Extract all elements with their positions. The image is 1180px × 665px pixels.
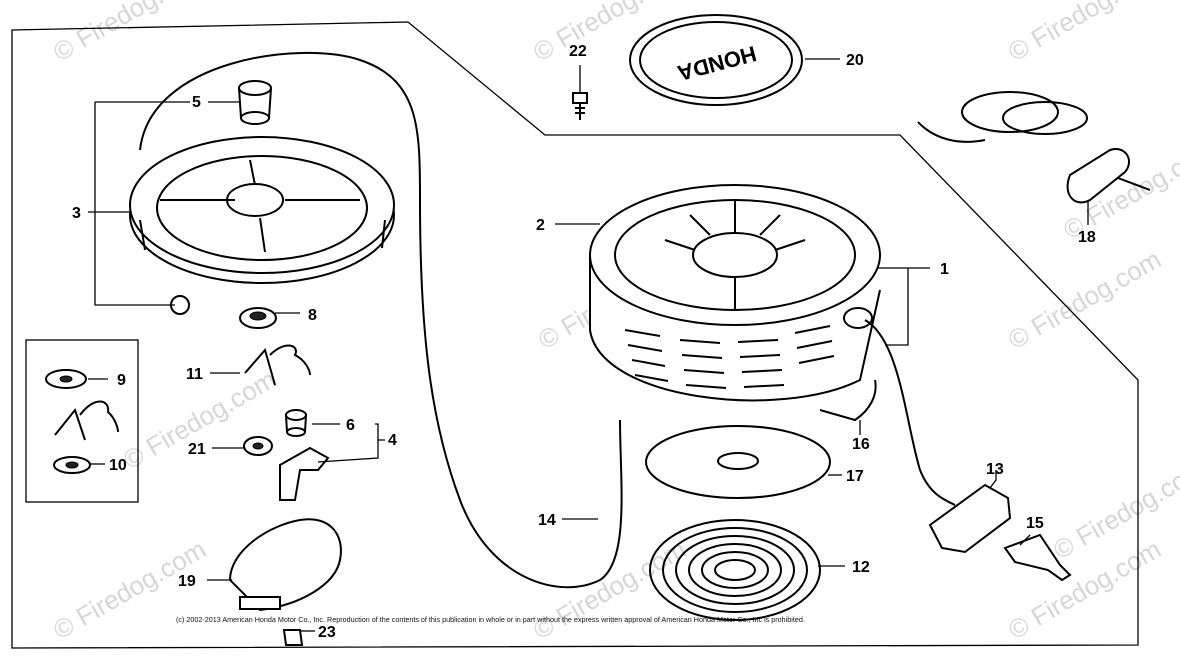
leader-lines [88,58,1089,632]
callout-23: 23 [318,624,336,641]
callout-4: 4 [388,432,397,449]
spring-small-part [54,400,119,441]
watermark: © Firedog.com [1003,0,1166,67]
washer-10-hole [65,461,79,469]
callout-21: 21 [188,441,206,458]
callout-1: 1 [940,261,949,278]
reel-part [129,136,395,284]
washer-part [239,307,277,329]
handle-rope [864,319,956,506]
callout-8: 8 [308,307,317,324]
nut-23-part [282,629,304,646]
callout-labels: 5 3 8 11 9 10 6 4 21 19 23 22 20 2 1 16 … [72,43,1096,641]
grip-handle-part [928,483,1012,554]
washer-9-hole [59,375,73,383]
watermark: © Firedog.com [1048,454,1180,565]
callout-12: 12 [852,559,870,576]
copyright-notice: (c) 2002-2013 American Honda Motor Co., … [176,615,805,624]
callout-20: 20 [846,52,864,69]
spring-part [244,344,311,386]
callout-19: 19 [178,573,196,590]
ratchet-part [279,446,330,501]
callout-6: 6 [346,417,355,434]
callout-9: 9 [117,372,126,389]
watermark: © Firedog.com [48,0,211,67]
callout-16: 16 [852,436,870,453]
callout-17: 17 [846,468,864,485]
assembly-frame [11,21,1139,649]
nut-hole [252,442,264,450]
cover-part [228,518,342,612]
grip-insert-part [1003,533,1072,582]
watermark: © Firedog.com [528,534,691,645]
collar-part [285,409,307,437]
callout-11: 11 [186,366,203,383]
callout-14: 14 [538,512,556,529]
starter-rope [139,51,623,589]
rope-grip-part [917,91,1151,204]
callout-15: 15 [1026,515,1044,532]
callout-13: 13 [986,461,1004,478]
callout-22: 22 [569,43,587,60]
watermark: © Firedog.com [1003,244,1166,355]
callout-18: 18 [1078,229,1096,246]
starter-housing-part [589,184,881,402]
ring-part [819,379,877,422]
recoil-spring-part [649,519,821,621]
cover-tab [239,596,281,610]
subgroup-box [25,339,139,503]
callout-3: 3 [72,205,81,222]
bolt-part [572,92,588,120]
cap-disc-part: HONDA [629,14,803,106]
bushing-part [238,80,272,125]
callout-10: 10 [109,457,127,474]
friction-plate-part [645,425,831,499]
callout-5: 5 [192,94,201,111]
callout-2: 2 [536,217,545,234]
